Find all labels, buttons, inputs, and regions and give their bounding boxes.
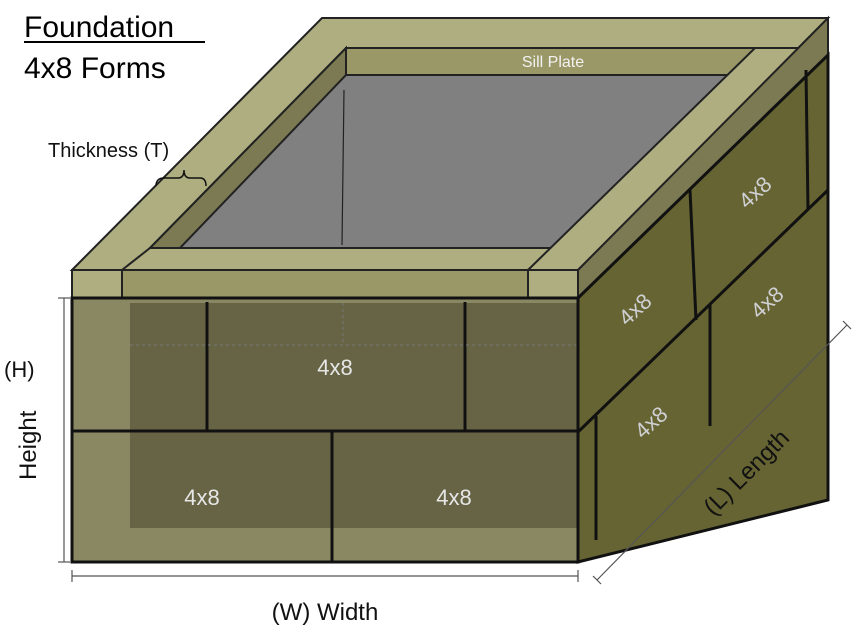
panel-seam xyxy=(576,188,830,434)
side-wall xyxy=(576,51,830,564)
height-label: Height xyxy=(15,410,42,480)
height-abbr-label: (H) xyxy=(4,357,35,382)
width-label: (W) Width xyxy=(272,599,379,626)
dimension-tick xyxy=(592,575,602,585)
title-line2: 4x8 Forms xyxy=(24,52,166,85)
interior-corner-line xyxy=(341,89,345,246)
front-wall-inner-shade xyxy=(130,303,578,528)
sill-corner-right xyxy=(527,269,579,299)
length-dimension-line xyxy=(596,324,848,581)
dimension-tick xyxy=(842,320,852,330)
thickness-brace xyxy=(155,169,207,187)
panel-seam xyxy=(688,189,698,321)
front-sill-top xyxy=(119,247,558,271)
panel-label: 4x8 xyxy=(184,485,219,510)
panel-label: 4x8 xyxy=(317,355,352,380)
sill-plate-label: Sill Plate xyxy=(522,54,584,71)
sill-corner-left xyxy=(71,269,123,299)
thickness-label: Thickness (T) xyxy=(48,140,169,162)
sill-front-face xyxy=(121,269,529,299)
panel-seam xyxy=(804,69,810,211)
title-line1: Foundation xyxy=(24,11,174,44)
panel-label: 4x8 xyxy=(436,485,471,510)
